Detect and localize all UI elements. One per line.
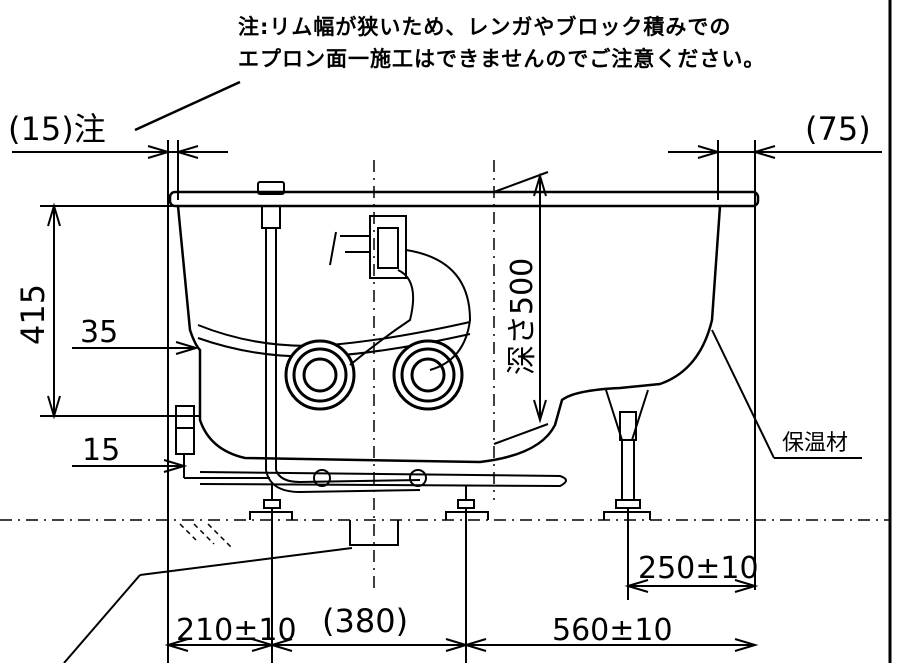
dim-415-lines: [40, 202, 200, 420]
dim-bottom-210: 210±10: [176, 613, 297, 648]
tub-rim: [168, 190, 760, 208]
bottom-extension-lines: [271, 508, 629, 663]
bottom-pipe: [199, 469, 567, 488]
dim-low-15: 15: [82, 433, 120, 468]
dim-depth: 深さ500: [505, 258, 540, 375]
dim-rim-35: 35: [80, 315, 118, 350]
dim-right-gap: (75): [805, 110, 871, 148]
tub-body: [176, 205, 722, 464]
dim-35-lines: [72, 341, 200, 355]
floor-hatch: [179, 523, 233, 549]
label-insulation: 保温材: [782, 431, 848, 456]
floor-bases: [249, 511, 651, 546]
dim-bottom-380: (380): [322, 602, 408, 640]
note-line-2: エプロン面一施工はできませんのでご注意ください。: [238, 47, 765, 71]
note-line-1: 注:リム幅が狭いため、レンガやブロック積みでの: [238, 15, 731, 39]
dim-bottom-lines: [164, 638, 759, 652]
insulation-leader: [711, 329, 862, 459]
jet-nozzle-left: [284, 339, 356, 411]
dim-leg-250: 250±10: [638, 551, 759, 586]
note-leader: [134, 80, 241, 132]
dim-bottom-560: 560±10: [552, 613, 673, 648]
jet-nozzle-right: [392, 339, 464, 411]
dim-height-415: 415: [14, 284, 52, 345]
top-dimension-lines: [12, 140, 882, 663]
dim-left-gap: (15)注: [8, 110, 106, 148]
dim-250-lines: [624, 579, 759, 593]
left-fitting: [175, 405, 270, 479]
bottom-leader: [139, 547, 353, 576]
connector-box: [329, 215, 472, 371]
dim-depth-lines: [493, 171, 549, 445]
bottom-leader-2: [63, 574, 141, 664]
